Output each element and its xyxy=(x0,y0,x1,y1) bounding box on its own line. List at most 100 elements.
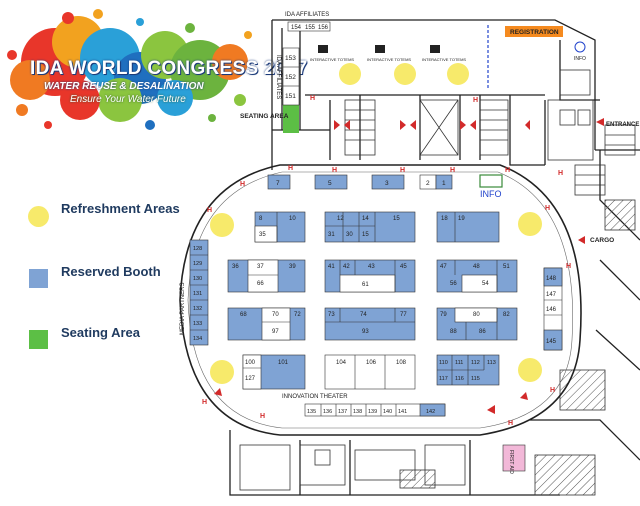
booth-108: 108 xyxy=(396,360,407,366)
booth-39: 39 xyxy=(289,264,296,270)
affiliates-side-booths: 153 152 151 xyxy=(282,47,300,106)
refreshment-area-7 xyxy=(518,358,542,382)
exit-arrows xyxy=(214,120,530,414)
seating-area-square-icon xyxy=(29,330,48,349)
booth-134: 134 xyxy=(193,336,202,342)
booth-130: 130 xyxy=(193,276,202,282)
booth-5: 5 xyxy=(328,180,332,187)
booth-152: 152 xyxy=(285,74,296,81)
exit-marker-icon: H xyxy=(240,181,245,188)
booth-132: 132 xyxy=(193,306,202,312)
booth-133: 133 xyxy=(193,321,202,327)
booth-block-h: 73 74 77 93 xyxy=(324,307,416,341)
affiliates-top-booths: 154 155 156 xyxy=(287,21,331,32)
exit-marker-icon: H xyxy=(450,167,455,174)
booth-1: 1 xyxy=(442,180,446,187)
refreshment-area-2 xyxy=(394,63,416,85)
booth-54: 54 xyxy=(482,281,489,287)
ida-affiliates-top-label: IDA AFFILIATES xyxy=(285,12,329,18)
booth-block-c: 18 19 xyxy=(436,211,500,243)
booth-block-j: 100 101 127 xyxy=(242,354,306,390)
booth-68: 68 xyxy=(240,312,247,318)
theater-row-booths: 135 136 137 138 139 140 141 142 xyxy=(304,403,446,417)
booth-block-l: 110 111 112 113 117 116 115 xyxy=(436,354,500,386)
booth-148: 148 xyxy=(546,276,557,282)
booth-128: 128 xyxy=(193,246,202,252)
booth-79: 79 xyxy=(440,312,447,318)
booth-115: 115 xyxy=(471,376,480,382)
booth-146: 146 xyxy=(546,307,557,313)
booth-51: 51 xyxy=(503,264,510,270)
booth-113: 113 xyxy=(487,360,496,366)
exit-marker-icon: H xyxy=(310,95,315,102)
booth-141: 141 xyxy=(398,409,407,415)
refreshment-circle-icon xyxy=(28,206,49,227)
info-desk xyxy=(479,174,503,188)
logo-tagline: Ensure Your Water Future xyxy=(70,94,186,105)
ida-logo: IDA WORLD CONGRESS 2017 WATER REUSE & DE… xyxy=(0,0,307,140)
booth-136: 136 xyxy=(323,409,332,415)
booth-12: 12 xyxy=(337,216,344,222)
booth-156: 156 xyxy=(318,25,329,31)
booth-117: 117 xyxy=(439,376,448,382)
stair-cores xyxy=(239,69,636,496)
booth-101: 101 xyxy=(278,360,289,366)
booth-135: 135 xyxy=(307,409,316,415)
exit-marker-icon: H xyxy=(558,170,563,177)
legend-label-refreshment: Refreshment Areas xyxy=(61,201,180,216)
booth-151: 151 xyxy=(285,93,296,100)
booth-111: 111 xyxy=(455,360,463,366)
top-row-booths: 7 5 3 2 1 xyxy=(267,174,453,190)
interactive-totems: INTERACTIVE TOTEMS INTERACTIVE TOTEMS IN… xyxy=(310,45,466,62)
booth-74: 74 xyxy=(360,312,367,318)
seating-area-label: SEATING AREA xyxy=(240,113,289,120)
booth-116: 116 xyxy=(455,376,464,382)
booth-42: 42 xyxy=(343,264,350,270)
registration-desk xyxy=(505,26,563,37)
booth-19: 19 xyxy=(458,216,465,222)
booth-97: 97 xyxy=(272,329,279,335)
booth-93: 93 xyxy=(362,329,369,335)
legend-item-refreshment: Refreshment Areas xyxy=(18,195,183,235)
booth-10: 10 xyxy=(289,216,296,222)
refreshment-area-5 xyxy=(518,212,542,236)
booth-73: 73 xyxy=(328,312,335,318)
booth-15b: 15 xyxy=(362,232,369,238)
media-partners-booths: 128 129 130 131 132 133 134 xyxy=(189,239,209,346)
exit-marker-icon: H xyxy=(508,420,513,427)
cargo-label: CARGO xyxy=(590,237,614,244)
innovation-theater-label-line: INNOVATION THEATER xyxy=(282,394,348,400)
exit-marker-icon: H xyxy=(288,165,293,172)
legend-item-reserved-booth: Reserved Booth xyxy=(18,258,183,298)
booth-block-f: 47 48 51 56 54 xyxy=(436,259,518,293)
booth-131: 131 xyxy=(193,291,202,297)
booth-block-i: 79 80 82 88 86 xyxy=(436,307,518,341)
entrance-arrow-icon xyxy=(596,118,604,126)
innovation-theater-label: INNOVATION THEATER xyxy=(282,394,348,400)
info-top-icon xyxy=(574,41,586,53)
ida-affiliates-side-label: IDA AFFILIATES xyxy=(275,55,281,99)
logo-title: IDA WORLD CONGRESS 2017 xyxy=(30,58,308,79)
booth-106: 106 xyxy=(366,360,377,366)
media-partners-label: MEDIA PARTNERS xyxy=(180,283,186,335)
booth-86: 86 xyxy=(479,329,486,335)
interactive-totem-label-3: INTERACTIVE TOTEMS xyxy=(422,57,466,62)
booth-72: 72 xyxy=(294,312,301,318)
booth-45: 45 xyxy=(400,264,407,270)
legend-label-reserved-booth: Reserved Booth xyxy=(61,264,161,279)
exit-marker-icon: H xyxy=(545,205,550,212)
info-main-label: INFO xyxy=(480,189,502,199)
booth-47: 47 xyxy=(440,264,447,270)
booth-137: 137 xyxy=(338,409,347,415)
booth-153: 153 xyxy=(285,55,296,62)
exit-marker-icon: H xyxy=(550,387,555,394)
booth-66: 66 xyxy=(257,281,264,287)
legend-item-seating-area: Seating Area xyxy=(18,319,183,359)
booth-2: 2 xyxy=(426,180,430,187)
booth-147: 147 xyxy=(546,292,557,298)
exit-marker-icon: H xyxy=(505,167,510,174)
booth-18: 18 xyxy=(441,216,448,222)
exit-marker-icon: H xyxy=(473,97,478,104)
booth-block-d: 36 37 39 66 xyxy=(227,259,306,293)
paint-splash-graphic xyxy=(7,9,252,130)
